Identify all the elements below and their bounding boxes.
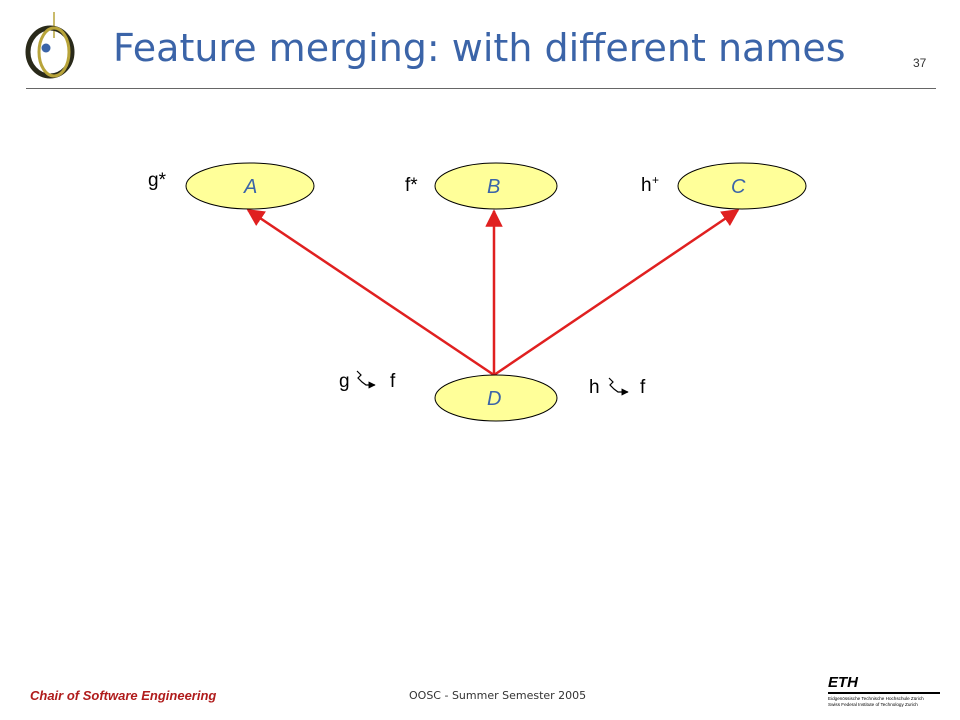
arrow-d-to-c <box>493 208 740 377</box>
eth-logo: ETH Eidgenössische Technische Hochschule… <box>828 674 940 712</box>
rename-left: g f <box>339 370 396 392</box>
eth-rule <box>828 692 940 694</box>
rename-right-to: f <box>640 377 646 398</box>
slide-title: Feature merging: with different names <box>113 26 846 70</box>
rename-left-to: f <box>390 371 396 392</box>
rename-arrow-icon <box>608 377 629 396</box>
feature-label-a: g* <box>148 170 167 191</box>
rename-arrow-icon <box>356 370 376 389</box>
feature-label-b: f* <box>405 175 418 196</box>
feature-label-c: h + <box>641 173 659 196</box>
rename-right-from: h <box>589 377 600 398</box>
eth-text-line2: Swiss Federal Institute of Technology Zu… <box>828 702 918 707</box>
footer-course: OOSC - Summer Semester 2005 <box>409 689 587 702</box>
eth-text-line1: Eidgenössische Technische Hochschule Zür… <box>828 696 924 701</box>
chair-logo-icon <box>25 12 75 79</box>
eth-wordmark: ETH <box>828 674 858 691</box>
class-name-c: C <box>731 176 746 198</box>
class-node-a: A <box>185 162 315 210</box>
page-number: 37 <box>913 56 927 70</box>
arrow-d-to-a <box>246 208 495 377</box>
class-name-a: A <box>243 176 257 198</box>
title-divider <box>26 88 936 89</box>
footer-chair: Chair of Software Engineering <box>30 688 217 703</box>
class-node-d: D <box>434 374 558 422</box>
feature-label-c-base: h <box>641 175 652 196</box>
class-node-b: B <box>434 162 558 210</box>
rename-right: h f <box>589 377 646 398</box>
class-name-d: D <box>487 388 501 410</box>
feature-label-c-sup: + <box>652 173 659 187</box>
rename-left-from: g <box>339 371 350 392</box>
class-node-c: C <box>677 162 807 210</box>
class-name-b: B <box>487 176 500 198</box>
